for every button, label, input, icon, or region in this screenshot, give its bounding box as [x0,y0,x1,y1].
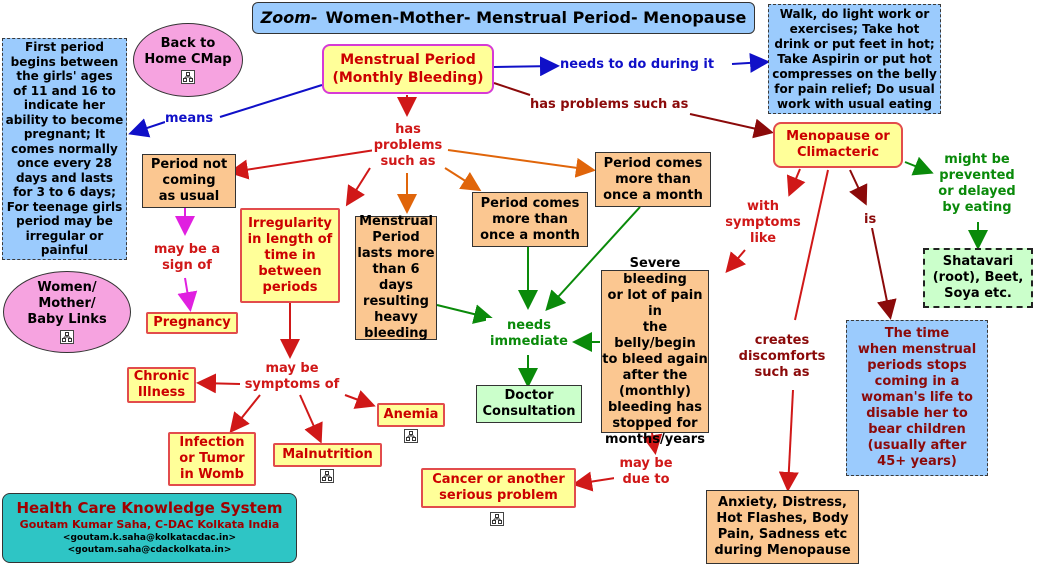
period-not-coming-concept: Period not coming as usual [142,154,236,208]
link-means: means [165,111,214,127]
menopause-label: Menopause or Climacteric [786,129,890,160]
doctor-consultation-label: Doctor Consultation [482,388,576,419]
chronic-illness-label: Chronic Illness [133,369,190,400]
lasts-more-concept: Menstrual Period lasts more than 6 days … [355,214,437,341]
relief-text: Walk, do light work or exercises; Take h… [772,6,937,111]
link-creates: creates discomforts such as [738,333,826,381]
lasts-more-label: Menstrual Period lasts more than 6 days … [357,214,435,341]
period-more-than-once-label: Period comes more than once a month [480,195,580,243]
diagram-title: Zoom- Women-Mother- Menstrual Period- Me… [252,2,755,34]
infection-concept: Infection or Tumor in Womb [168,432,256,486]
relief-concept: Walk, do light work or exercises; Take h… [768,4,941,114]
link-with-symptoms: with symptoms like [721,199,805,247]
back-home-label: Back to Home CMap [144,36,232,67]
link-needs-to-do: needs to do during it [560,57,715,73]
time-stops-label: The time when menstrual periods stops co… [857,326,977,469]
first-period-text: First period begins between the girls' a… [5,40,124,258]
period-more-than-once-label-2: Period comes more than once a month [603,155,703,203]
link-needs-immediate: needs immediate [486,318,572,350]
severe-bleeding-concept: Severe bleeding or lot of pain in the be… [601,256,709,447]
women-mother-baby-links[interactable]: Women/ Mother/ Baby Links [3,271,131,353]
period-not-coming-label: Period not coming as usual [150,157,228,204]
malnutrition-concept: Malnutrition [273,443,382,467]
link-has-problems-such-as: has problems such as [530,97,689,113]
irregularity-concept: Irregularity in length of time in betwee… [240,208,340,303]
anxiety-label: Anxiety, Distress, Hot Flashes, Body Pai… [714,495,851,558]
pregnancy-label: Pregnancy [153,315,231,330]
link-prevented: might be prevented or delayed by eating [935,152,1019,216]
time-stops-concept: The time when menstrual periods stops co… [846,320,988,476]
footer-email-2[interactable]: <goutam.saha@cdackolkata.in> [67,545,232,555]
cmap-link-icon[interactable] [404,429,418,443]
menstrual-period-concept: Menstrual Period (Monthly Bleeding) [322,44,494,94]
anxiety-concept: Anxiety, Distress, Hot Flashes, Body Pai… [706,490,859,564]
menstrual-period-label: Menstrual Period (Monthly Bleeding) [332,52,484,86]
irregularity-label: Irregularity in length of time in betwee… [247,215,333,295]
cmap-link-icon[interactable] [181,70,195,84]
period-more-than-once-concept-2: Period comes more than once a month [595,152,711,207]
shatavari-label: Shatavari (root), Beet, Soya etc. [932,254,1024,301]
menopause-concept: Menopause or Climacteric [773,122,903,168]
pregnancy-concept: Pregnancy [146,312,238,334]
cmap-link-icon[interactable] [490,512,504,526]
first-period-concept: First period begins between the girls' a… [2,38,127,260]
cmap-link-icon[interactable] [320,469,334,483]
doctor-consultation-concept: Doctor Consultation [476,385,582,423]
link-may-be-sign: may be a sign of [150,242,224,274]
infection-label: Infection or Tumor in Womb [179,435,245,482]
anemia-concept: Anemia [377,403,445,427]
title-prefix: Zoom- [260,8,318,27]
footer-box: Health Care Knowledge System Goutam Kuma… [2,493,297,563]
footer-author: Goutam Kumar Saha, C-DAC Kolkata India [19,518,280,531]
title-text: Women-Mother- Menstrual Period- Menopaus… [325,8,747,27]
link-may-be-due: may be due to [614,456,678,488]
link-may-be-symptoms: may be symptoms of [240,361,344,393]
footer-title: Health Care Knowledge System [16,499,283,517]
chronic-illness-concept: Chronic Illness [127,367,196,403]
cmap-link-icon[interactable] [60,330,74,344]
back-home-link[interactable]: Back to Home CMap [133,23,243,97]
cancer-label: Cancer or another serious problem [432,472,565,503]
women-links-label: Women/ Mother/ Baby Links [27,280,107,327]
footer-email-1[interactable]: <goutam.k.saha@kolkatacdac.in> [62,533,237,543]
period-more-than-once-concept: Period comes more than once a month [472,192,588,247]
cancer-concept: Cancer or another serious problem [421,468,576,508]
link-has-problems: has problems such as [372,122,444,170]
severe-bleeding-label: Severe bleeding or lot of pain in the be… [602,255,708,447]
anemia-label: Anemia [383,407,439,422]
malnutrition-label: Malnutrition [282,447,373,462]
link-is: is [864,212,877,228]
shatavari-concept: Shatavari (root), Beet, Soya etc. [923,248,1033,308]
